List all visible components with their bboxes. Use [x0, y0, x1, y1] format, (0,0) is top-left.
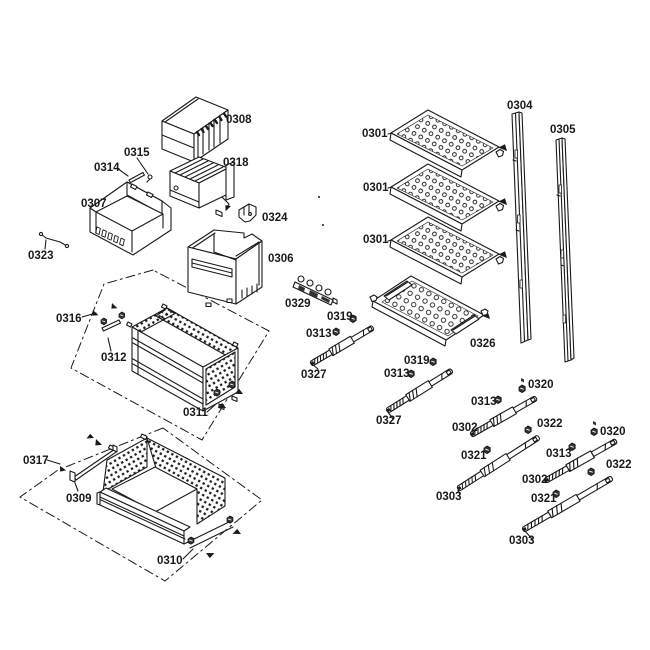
part-0309-rod [69, 432, 118, 492]
part-0306-bin [187, 229, 263, 308]
part-0301-shelf-2 [388, 164, 508, 231]
part-0303-rail-2 [520, 474, 615, 541]
part-0314-pin [116, 167, 145, 184]
label-0313-2: 0313 [384, 368, 410, 380]
label-0302-1: 0302 [452, 422, 478, 434]
label-0324: 0324 [262, 212, 288, 224]
label-0327-1: 0327 [301, 369, 327, 381]
label-0306: 0306 [268, 253, 294, 265]
label-0303-1: 0303 [436, 491, 462, 503]
label-0308: 0308 [226, 114, 252, 126]
label-0319-2: 0319 [404, 355, 430, 367]
label-0327-2: 0327 [376, 415, 402, 427]
speck [322, 224, 324, 226]
label-0319-1: 0319 [327, 311, 353, 323]
part-0305-rail [555, 137, 575, 363]
part-0308-cover [161, 96, 229, 163]
label-0305: 0305 [550, 124, 576, 136]
label-0315: 0315 [124, 147, 150, 159]
label-0313-3: 0313 [471, 396, 497, 408]
part-0301-shelf-1 [388, 110, 508, 177]
label-0318: 0318 [223, 157, 249, 169]
label-0301-2: 0301 [363, 182, 389, 194]
label-0310: 0310 [157, 555, 183, 567]
label-0321-1: 0321 [461, 450, 487, 462]
label-0313-4: 0313 [546, 448, 572, 460]
part-0307-tray [89, 181, 172, 256]
label-0301-3: 0301 [363, 234, 389, 246]
labels-layer: 0308 0315 0314 0318 0307 0324 0323 0306 … [23, 100, 632, 567]
arrow [57, 465, 68, 474]
dashed-outline-middle [70, 269, 270, 441]
label-0312: 0312 [101, 352, 127, 364]
label-0303-2: 0303 [509, 535, 535, 547]
label-0320-2: 0320 [600, 426, 626, 438]
part-0324-bracket [238, 203, 257, 223]
label-0309: 0309 [66, 493, 92, 505]
leader-0316 [81, 312, 97, 318]
label-0322-2: 0322 [606, 459, 632, 471]
label-0316: 0316 [56, 313, 82, 325]
label-0326: 0326 [470, 338, 496, 350]
part-0311-basket [125, 303, 244, 413]
label-0329: 0329 [285, 298, 311, 310]
part-0327-rail-1 [308, 323, 376, 370]
part-0312-clips [90, 302, 126, 352]
part-0327-rail-2 [384, 366, 455, 420]
part-0326-shelf [369, 275, 491, 347]
label-0311: 0311 [183, 407, 209, 419]
part-0310-basket [92, 433, 242, 560]
label-0304: 0304 [507, 100, 533, 112]
label-0313-1: 0313 [306, 328, 332, 340]
label-0307: 0307 [81, 198, 107, 210]
part-0318-icemaker [169, 156, 235, 218]
part-0304-rail [511, 111, 532, 344]
label-0314: 0314 [94, 162, 120, 174]
part-0329-clipbar [292, 275, 338, 306]
label-0321-2: 0321 [531, 493, 557, 505]
part-0303-rail-1 [455, 433, 542, 496]
part-0315-screw [136, 157, 153, 183]
part-0302-rail-1 [468, 394, 539, 439]
label-0322-1: 0322 [537, 418, 563, 430]
label-0320-1: 0320 [528, 379, 554, 391]
dashed-outline-bottom [19, 427, 263, 582]
part-0301-shelf-3 [388, 217, 508, 284]
label-0323: 0323 [28, 250, 54, 262]
label-0301-1: 0301 [362, 128, 388, 140]
part-0323-wire [38, 231, 70, 250]
label-0302-2: 0302 [522, 474, 548, 486]
leader-0317 [46, 459, 61, 465]
speck [318, 196, 320, 198]
label-0317: 0317 [23, 455, 49, 467]
rail-clips [332, 314, 598, 499]
